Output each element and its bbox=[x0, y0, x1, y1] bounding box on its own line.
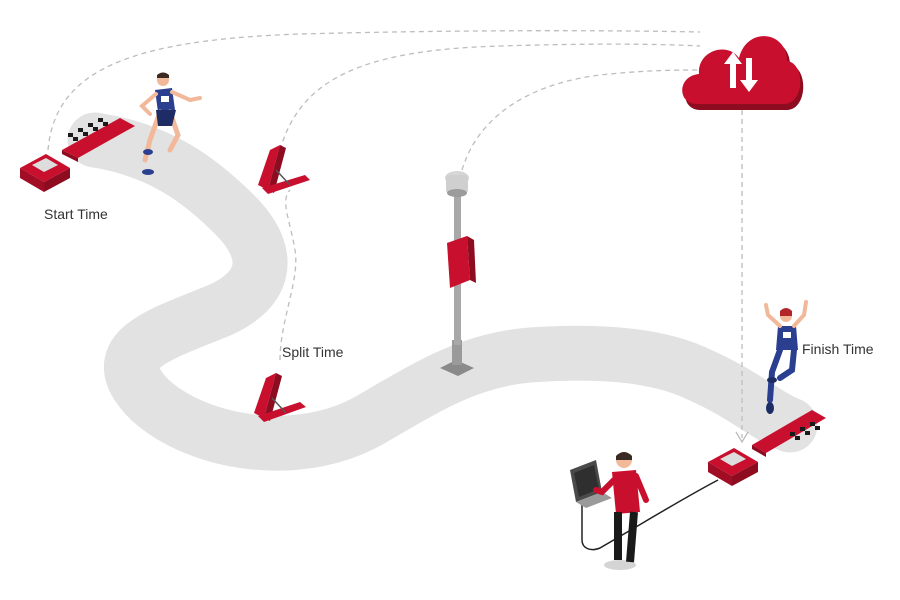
start-mat bbox=[62, 118, 135, 162]
finish-timing-box-icon bbox=[708, 448, 758, 486]
finish-mat bbox=[752, 410, 826, 457]
start-runner-icon bbox=[139, 72, 202, 175]
pole-antenna-icon bbox=[447, 236, 476, 288]
link-split-1 bbox=[279, 43, 701, 151]
link-pole bbox=[461, 69, 701, 171]
start-time-label: Start Time bbox=[44, 206, 108, 222]
link-start bbox=[47, 30, 701, 151]
link-split-2 bbox=[279, 189, 297, 361]
finish-time-label: Finish Time bbox=[802, 341, 874, 357]
finish-checker bbox=[790, 422, 820, 440]
operator-icon bbox=[593, 452, 649, 570]
laptop-icon bbox=[570, 460, 612, 508]
split-time-label: Split Time bbox=[282, 344, 344, 360]
data-cable bbox=[581, 479, 719, 551]
cloud-links bbox=[47, 30, 743, 438]
race-track bbox=[67, 112, 818, 471]
finish-runner-icon bbox=[764, 300, 808, 414]
link-finish-arrow bbox=[735, 431, 749, 444]
start-checker bbox=[68, 118, 108, 141]
cloud-sync-icon bbox=[682, 36, 804, 110]
start-timing-box-icon bbox=[20, 154, 70, 192]
split-antenna-bottom-icon bbox=[254, 373, 306, 422]
split-antenna-top-icon bbox=[258, 145, 310, 194]
